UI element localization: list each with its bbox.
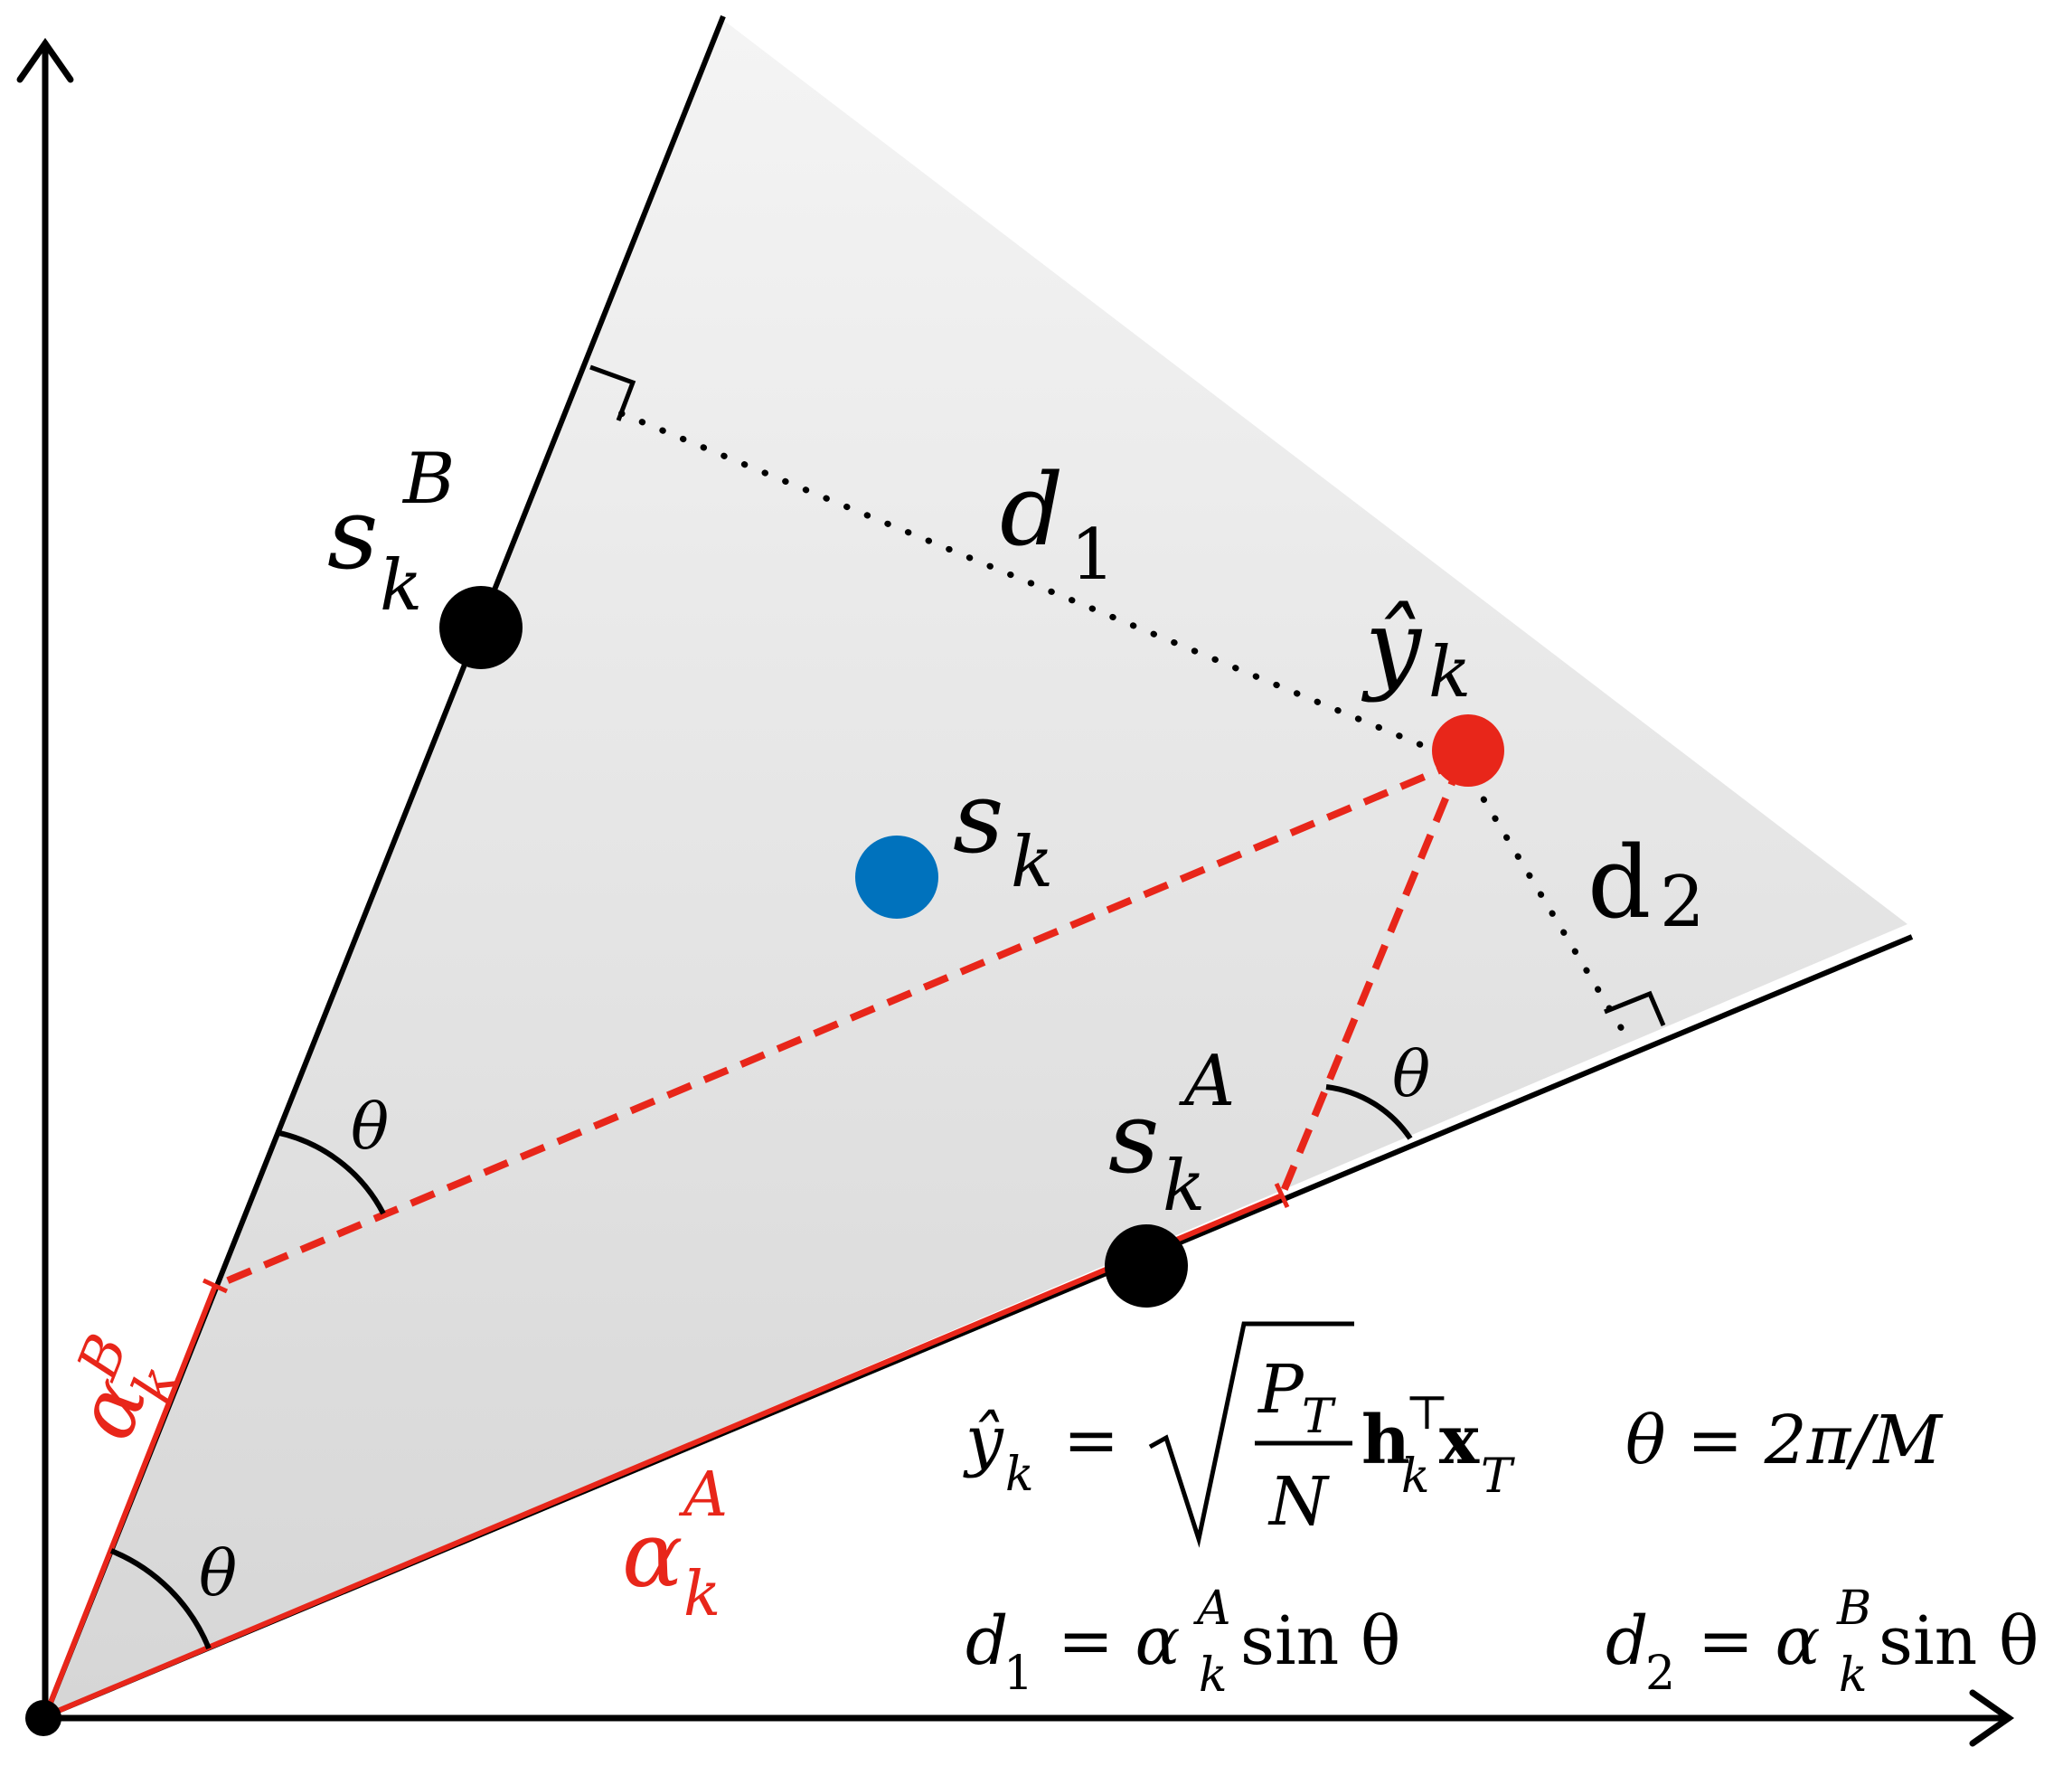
sqrt-sign [1148,1321,1354,1548]
constellation-point-sb [439,586,523,669]
label-sa: s [1108,1080,1159,1195]
decision-region [45,20,1907,1716]
y-axis-arrowhead [16,37,74,83]
theta-label-b: θ [351,1090,389,1164]
svg-text:1: 1 [1003,1647,1033,1701]
alpha-a-segment [43,1193,1284,1719]
x-axis-arrowhead [1969,1689,2015,1747]
svg-text:k: k [1401,1450,1430,1504]
d2-dotted-line [1457,758,1631,1042]
label-sb: s [327,476,378,591]
svg-text:A: A [678,1459,728,1531]
label-yhat: ŷ [1361,588,1423,704]
equation-d1: d 1 = α A k sin θ [965,1582,1400,1703]
tick-b-end [202,1278,229,1294]
right-angle-marker-d1 [589,364,636,421]
label-d1: d [1000,452,1063,568]
equation-d2: d 2 = α B k sin θ [1606,1582,2039,1703]
received-point-yhat [1432,714,1504,787]
svg-text:T: T [1481,1450,1515,1504]
label-sk-sub: k [1011,822,1053,903]
svg-text:k: k [1199,1648,1228,1703]
svg-text:sin θ: sin θ [1879,1602,2039,1680]
label-yhat-sub: k [1428,632,1471,713]
label-sa-sup: A [1179,1041,1235,1122]
axes [16,37,2015,1747]
svg-text:k: k [683,1559,720,1630]
svg-text:ŷ: ŷ [963,1402,1004,1479]
equation-theta: θ = 2π/M [1625,1402,1944,1479]
label-d1-sub: 1 [1070,515,1116,596]
label-sb-sub: k [380,545,422,627]
label-d2: d [1587,825,1651,940]
svg-text:x: x [1439,1402,1480,1479]
symbol-point-sk [855,836,938,919]
alpha-b-segment [42,1284,218,1718]
label-sa-sub: k [1163,1146,1205,1227]
theta-arc-origin [109,1548,212,1650]
theta-label-a: θ [1392,1037,1430,1111]
svg-text:A: A [1193,1582,1231,1636]
svg-text:=: = [1063,1402,1119,1479]
angle-arcs [109,1084,1413,1650]
svg-text:= α: = α [1058,1602,1181,1680]
svg-text:P: P [1257,1351,1304,1429]
svg-text:α: α [622,1502,683,1608]
label-sb-sup: B [401,439,455,520]
svg-text:N: N [1267,1463,1330,1541]
svg-text:k: k [1005,1448,1034,1502]
svg-text:sin θ: sin θ [1240,1602,1400,1680]
label-sk: s [953,760,1003,875]
d1-dotted-line [602,403,1465,765]
equation-yhat: ŷ k = P T N h ⊤ k x T [963,1321,1515,1548]
svg-text:B: B [1836,1582,1871,1636]
right-angle-marker-d2 [1604,990,1666,1026]
svg-text:h: h [1361,1402,1410,1479]
svg-text:= α: = α [1698,1602,1821,1680]
svg-text:d: d [1606,1602,1648,1680]
svg-text:d: d [965,1602,1008,1680]
theta-arc-a [1325,1084,1413,1140]
theta-arc-b [275,1129,386,1215]
label-alpha-a: α A k [622,1459,728,1630]
projection-dashed-to-b [213,758,1463,1289]
svg-text:k: k [1839,1648,1868,1703]
svg-text:2: 2 [1645,1647,1675,1701]
origin-point [25,1700,61,1736]
svg-text:T: T [1302,1390,1336,1444]
constellation-point-sa [1105,1224,1188,1308]
theta-label-origin: θ [199,1536,237,1610]
label-d2-sub: 2 [1660,862,1705,943]
tick-a-end [1274,1182,1290,1209]
svg-text:⊤: ⊤ [1405,1386,1449,1440]
